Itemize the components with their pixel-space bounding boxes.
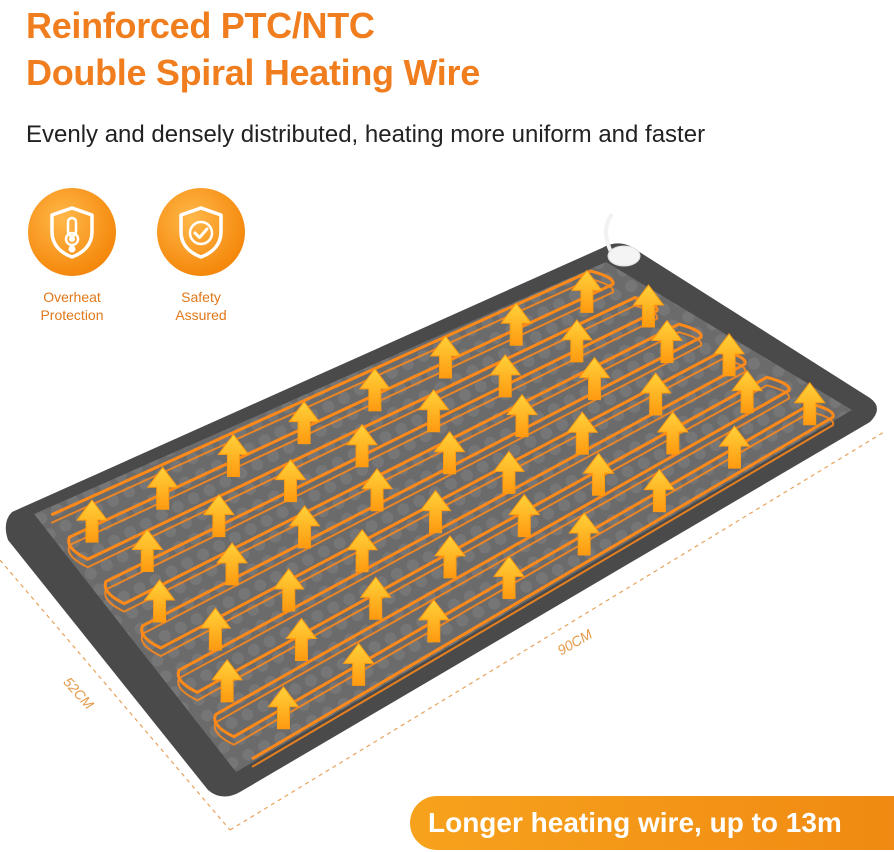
heat-arrow-icon xyxy=(217,433,250,477)
heat-arrow-icon xyxy=(793,381,826,426)
heat-arrow-icon xyxy=(489,354,522,398)
badge-label-line-1: Overheat xyxy=(43,289,101,305)
heat-arrow-icon xyxy=(346,528,379,573)
heat-arrow-icon xyxy=(493,555,526,599)
heat-arrow-icon xyxy=(578,356,611,401)
subtitle: Evenly and densely distributed, heating … xyxy=(26,121,706,148)
thermometer-shield-icon xyxy=(28,188,116,276)
heat-arrow-icon xyxy=(419,489,452,534)
badge-label-line-1: Safety xyxy=(181,289,221,305)
heat-arrow-icon xyxy=(272,568,305,612)
heating-mat-drawing xyxy=(0,212,885,831)
headline-line-1: Reinforced PTC/NTC xyxy=(26,5,375,46)
heat-arrow-icon xyxy=(359,576,392,620)
heat-arrow-icon xyxy=(417,599,450,643)
heat-arrow-icon xyxy=(506,393,539,438)
heat-arrow-icon xyxy=(199,607,232,651)
heating-wire-path xyxy=(50,269,835,761)
heat-arrow-icon xyxy=(288,505,321,549)
badge-overheat-protection: Overheat Protection xyxy=(17,188,127,324)
heat-arrows xyxy=(76,269,826,730)
heat-arrow-icon xyxy=(656,411,689,455)
heat-arrow-icon xyxy=(346,423,379,468)
heat-arrow-icon xyxy=(433,430,466,475)
heat-arrow-icon xyxy=(274,458,307,503)
heat-arrow-icon xyxy=(143,579,176,623)
heat-arrow-icon xyxy=(582,452,615,496)
wire-length-banner: Longer heating wire, up to 13m xyxy=(410,796,894,850)
badge-label: Safety Assured xyxy=(146,288,256,324)
heat-arrow-icon xyxy=(202,493,235,538)
heat-arrow-icon xyxy=(713,333,746,377)
heating-mat-illustration: 90CM 52CM xyxy=(0,205,894,847)
banner-text: Longer heating wire, up to 13m xyxy=(428,807,842,838)
heat-arrow-icon xyxy=(570,269,603,313)
heat-arrow-icon xyxy=(651,319,684,364)
heat-arrow-icon xyxy=(433,535,466,579)
heat-arrow-icon xyxy=(643,468,676,513)
heat-arrow-icon xyxy=(508,493,541,538)
heat-arrow-icon xyxy=(285,617,318,662)
badge-label-line-2: Protection xyxy=(40,307,104,323)
heat-arrow-icon xyxy=(500,302,533,346)
heat-arrow-icon xyxy=(131,528,164,573)
heat-arrow-icon xyxy=(417,388,450,433)
heat-arrow-icon xyxy=(146,466,179,510)
heat-arrow-icon xyxy=(492,450,525,494)
heat-arrow-icon xyxy=(267,685,300,730)
check-shield-icon xyxy=(157,188,245,276)
heat-arrow-icon xyxy=(718,425,751,469)
badge-label: Overheat Protection xyxy=(17,288,127,324)
badge-label-line-2: Assured xyxy=(175,307,227,323)
cable-connector xyxy=(607,245,641,267)
heat-arrow-icon xyxy=(731,369,764,414)
heat-arrow-icon xyxy=(76,499,109,543)
heat-arrow-icon xyxy=(568,512,601,556)
heat-arrow-icon xyxy=(288,400,321,445)
heat-arrow-icon xyxy=(639,372,672,416)
heating-wire xyxy=(50,269,835,768)
heat-arrow-icon xyxy=(566,411,599,455)
heat-arrow-icon xyxy=(358,368,391,412)
heat-arrow-icon xyxy=(632,284,665,328)
heating-wire-path-inner xyxy=(50,278,835,768)
power-cable xyxy=(604,212,614,255)
heat-arrow-icon xyxy=(560,319,593,363)
heat-arrow-icon xyxy=(429,335,462,379)
headline: Reinforced PTC/NTC Double Spiral Heating… xyxy=(26,2,480,96)
headline-line-2: Double Spiral Heating Wire xyxy=(26,52,480,93)
heat-arrow-icon xyxy=(211,659,244,703)
heat-arrow-icon xyxy=(216,542,249,586)
badge-safety-assured: Safety Assured xyxy=(146,188,256,324)
width-dimension-line xyxy=(0,559,231,831)
heat-arrow-icon xyxy=(342,642,375,686)
heat-arrow-icon xyxy=(361,467,394,512)
